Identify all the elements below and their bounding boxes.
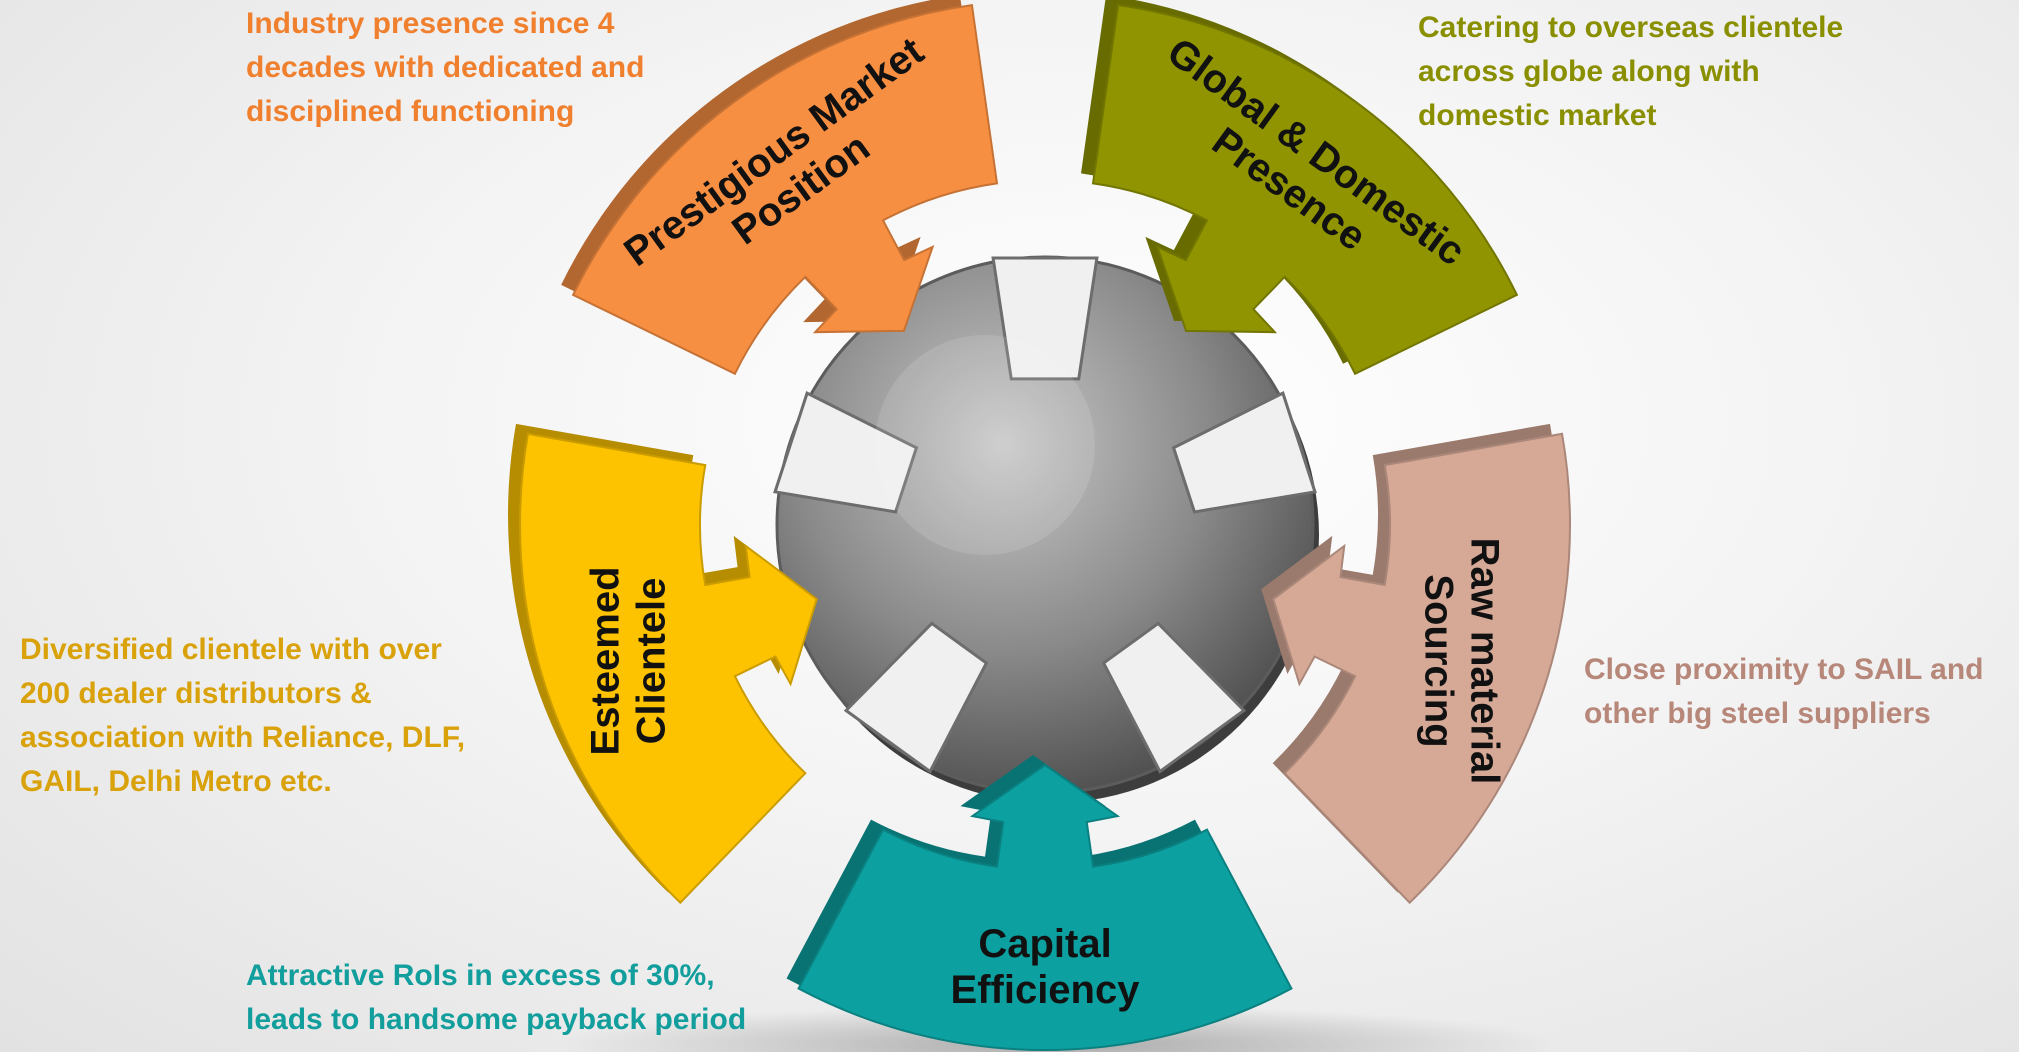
description-line: Catering to overseas clientele [1418, 11, 1844, 44]
hub-notch [1101, 621, 1247, 774]
description-esteemed-clientele: Diversified clientele with over 200 deal… [20, 628, 465, 804]
description-line: leads to handsome payback period [246, 1003, 747, 1036]
segment-label-line: Sourcing [1416, 574, 1460, 747]
segment-label-line: Efficiency [951, 968, 1141, 1012]
hub-notch [773, 391, 919, 514]
description-line: other big steel suppliers [1584, 697, 1931, 730]
segment-face [1272, 432, 1571, 905]
description-line: 200 dealer distributors & [20, 677, 372, 710]
segment-face [797, 763, 1293, 1051]
description-line: disciplined functioning [246, 95, 575, 128]
segment-face [1091, 3, 1519, 376]
description-line: Industry presence since 4 [246, 7, 615, 40]
segment-raw-material-sourcing: Raw materialSourcing [1261, 423, 1571, 905]
description-prestigious-market-position: Industry presence since 4 decades with d… [246, 2, 644, 134]
central-hub [773, 255, 1319, 803]
description-line: Attractive RoIs in excess of 30%, [246, 959, 715, 992]
segment-label-line: Esteemed [584, 566, 628, 755]
segment-label-line: Raw material [1462, 538, 1506, 785]
hub-notch [991, 256, 1099, 381]
description-line: GAIL, Delhi Metro etc. [20, 765, 332, 798]
segment-esteemed-clientele: EsteemedClientele [508, 423, 818, 905]
hub-highlight [875, 335, 1095, 555]
hub-notch [843, 621, 989, 774]
description-line: domestic market [1418, 99, 1657, 132]
segment-label: Raw materialSourcing [1416, 538, 1506, 785]
description-raw-material-sourcing: Close proximity to SAIL and other big st… [1584, 648, 1984, 736]
description-line: decades with dedicated and [246, 51, 645, 84]
description-line: Close proximity to SAIL and [1584, 653, 1984, 686]
segment-face [519, 432, 818, 905]
segment-label-line: Clientele [630, 578, 674, 745]
description-global-domestic-presence: Catering to overseas clientele across gl… [1418, 6, 1843, 138]
segment-label-line: Capital [978, 922, 1111, 966]
segment-label: EsteemedClientele [584, 566, 674, 755]
description-capital-efficiency: Attractive RoIs in excess of 30%, leads … [246, 954, 746, 1042]
description-line: Diversified clientele with over [20, 633, 442, 666]
description-line: across globe along with [1418, 55, 1760, 88]
hub-notch [1171, 391, 1317, 514]
description-line: association with Reliance, DLF, [20, 721, 466, 754]
segment-face [571, 3, 999, 376]
